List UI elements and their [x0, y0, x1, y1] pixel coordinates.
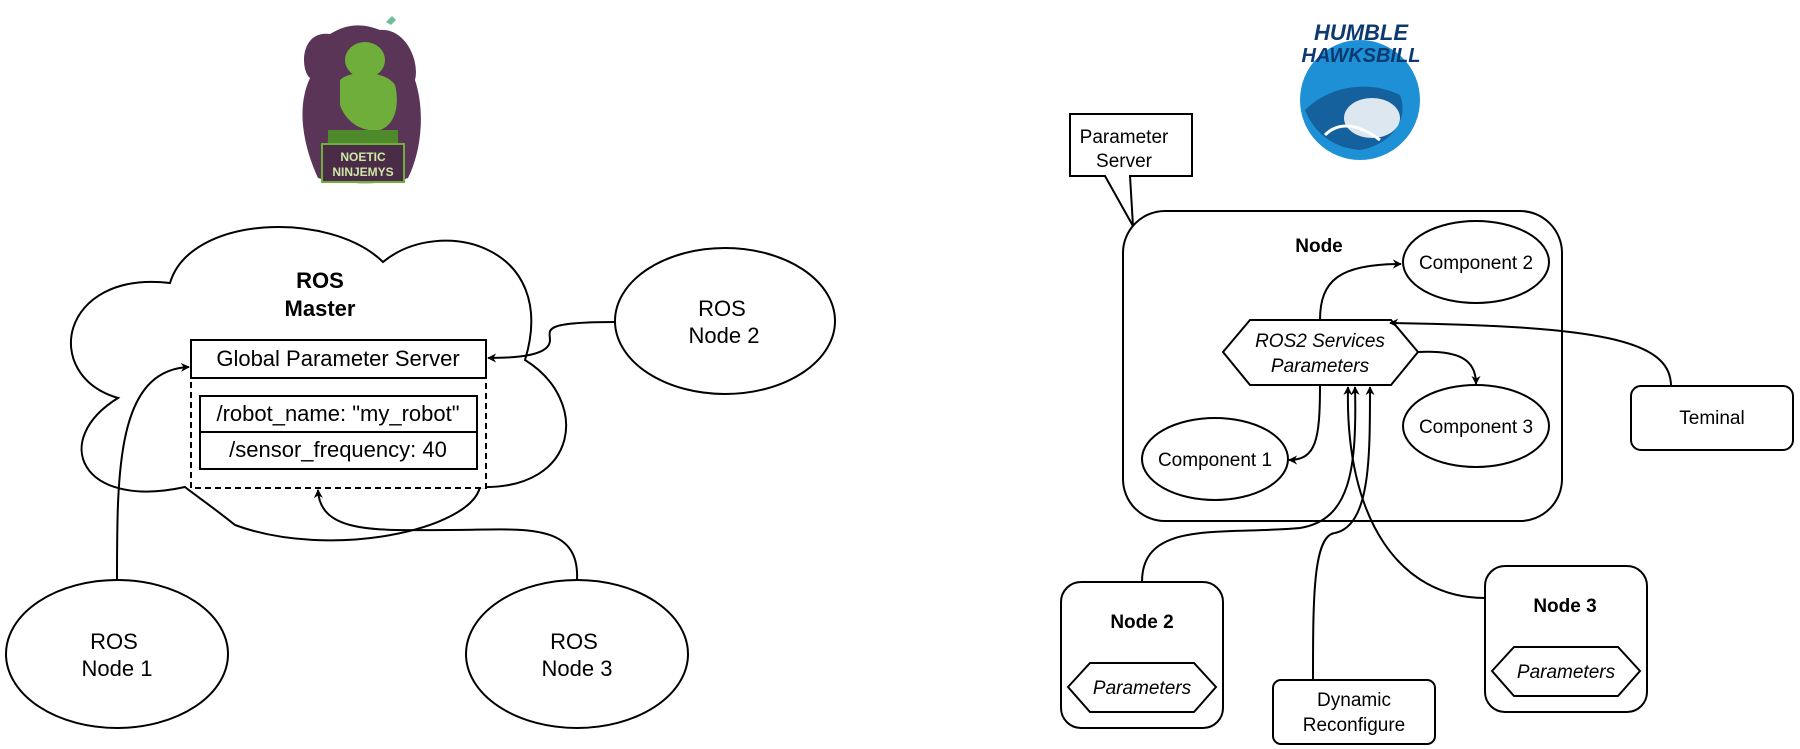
ros-node-3-label-1: ROS: [550, 629, 598, 654]
component-1-label: Component 1: [1158, 450, 1272, 471]
edge-dynamic-to-services: [1312, 386, 1375, 681]
noetic-logo-line2: NINJEMYS: [332, 165, 393, 179]
services-label-1: ROS2 Services: [1255, 331, 1385, 352]
edge-node3-to-services: [1343, 386, 1486, 599]
edge-services-to-component3: [1417, 350, 1481, 385]
param-row-label: /robot_name: "my_robot": [216, 401, 459, 426]
ros-master-title-1: ROS: [296, 268, 344, 293]
terminal-label: Teminal: [1679, 408, 1744, 429]
ros-node-2-label-1: ROS: [698, 296, 746, 321]
component-2-label: Component 2: [1419, 253, 1533, 274]
callout-label-2: Server: [1096, 151, 1153, 172]
ros-node-2-label-2: Node 2: [689, 323, 760, 348]
global-parameter-server-box: [190, 339, 487, 379]
terminal-box: [1630, 385, 1794, 451]
edge-services-to-component2: [1319, 259, 1402, 321]
humble-logo: HUMBLE HAWKSBILL: [1300, 20, 1420, 160]
ros-node-1-label-2: Node 1: [82, 656, 153, 681]
node-2-title: Node 2: [1110, 612, 1173, 633]
dynamic-label-1: Dynamic: [1317, 690, 1391, 711]
noetic-logo-line1: NOETIC: [340, 150, 386, 164]
param-row-label: /sensor_frequency: 40: [229, 437, 447, 462]
component-3: [1402, 384, 1550, 468]
ros-master-title-2: Master: [285, 296, 356, 321]
edge-node1-to-server: [116, 362, 190, 581]
node-title: Node: [1295, 236, 1343, 257]
component-1: [1141, 417, 1289, 501]
component-2: [1402, 220, 1550, 304]
component-3-label: Component 3: [1419, 417, 1533, 438]
edge-services-to-component1: [1288, 384, 1321, 465]
node-2-params-hexagon: [1066, 662, 1218, 713]
node-3-params-hexagon: [1490, 646, 1642, 697]
node-2-params-label: Parameters: [1093, 678, 1192, 699]
humble-logo-line2: HAWKSBILL: [1302, 45, 1421, 67]
ros-node-1-label-1: ROS: [90, 629, 138, 654]
parameter-server-callout: [1069, 113, 1193, 227]
edge-terminal-to-services: [1389, 318, 1672, 387]
dynamic-reconfigure-box: [1272, 679, 1436, 745]
edge-node2-to-server: [487, 321, 616, 363]
callout-label-1: Parameter: [1080, 127, 1169, 148]
services-label-2: Parameters: [1271, 356, 1370, 377]
global-parameter-server-label: Global Parameter Server: [216, 346, 459, 371]
param-row: [199, 395, 478, 433]
node-3-params-label: Parameters: [1517, 662, 1616, 683]
humble-logo-line1: HUMBLE: [1314, 20, 1409, 45]
ros-node-2: [614, 247, 836, 395]
noetic-logo: NOETIC NINJEMYS: [302, 16, 421, 184]
edge-node3-to-server: [313, 489, 579, 581]
dynamic-label-2: Reconfigure: [1303, 715, 1405, 736]
node-3-title: Node 3: [1533, 596, 1596, 617]
ros-node-3: [465, 579, 689, 729]
ros-node-3-label-2: Node 3: [542, 656, 613, 681]
param-row: [199, 431, 478, 470]
ros-node-1: [5, 579, 229, 729]
